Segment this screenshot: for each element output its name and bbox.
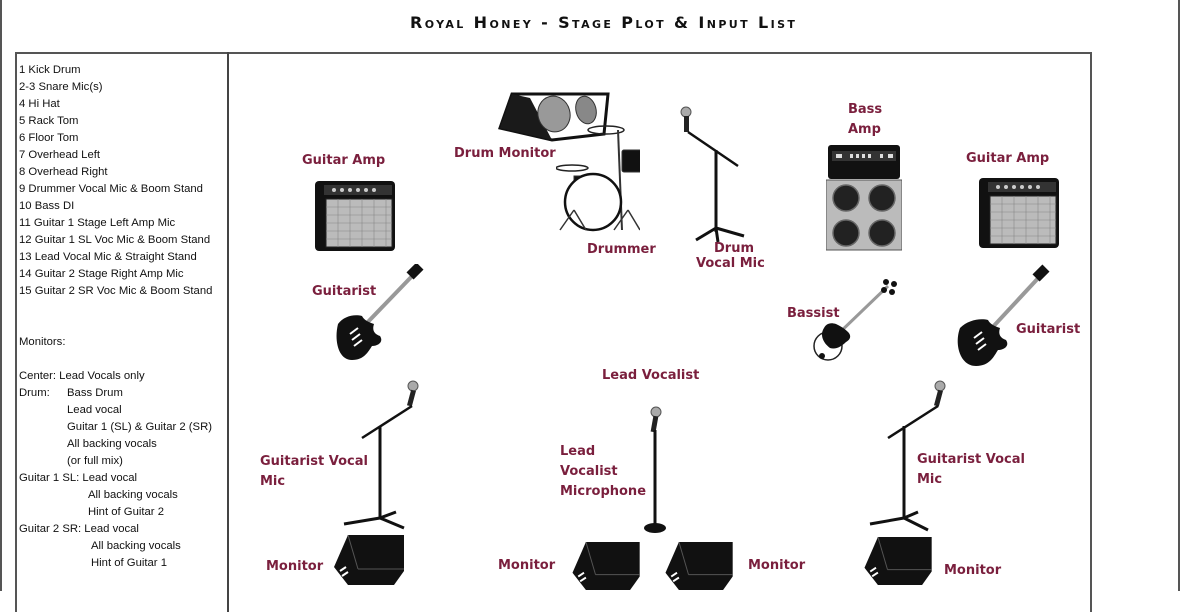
monitor-drum-item: All backing vocals [67,438,157,450]
monitor-guitar1-item: All backing vocals [88,489,178,501]
bass-guitar-icon [813,279,897,361]
monitor-drum-item: Guitar 1 (SL) & Guitar 2 (SR) [67,421,213,433]
electric-guitar-left-icon [336,264,424,360]
drum-kit-icon [556,125,640,232]
monitor-drum-label: Drum: [19,387,50,399]
guitarist-vocal-mic-left-stand-icon [343,380,419,530]
guitar-amp-right-icon [979,178,1059,248]
page-border-left [0,0,2,591]
monitor-guitar2-label: Guitar 2 SR: [19,523,85,535]
page-border-right [1178,0,1180,591]
input-item: 10 Bass DI [19,200,75,212]
drum-vocal-mic-label-1: Drum [714,241,755,256]
input-item: 9 Drummer Vocal Mic & Boom Stand [19,183,203,195]
lead-vocalist-label: Lead Vocalist [602,368,700,383]
input-item: 14 Guitar 2 Stage Right Amp Mic [19,268,184,280]
monitor-guitar1-item: Hint of Guitar 2 [88,506,164,518]
bassist-label: Bassist [787,306,840,321]
input-item [19,300,229,317]
guitarist-right-label: Guitarist [1016,322,1081,337]
monitor-drum-item: Lead vocal [67,404,122,416]
floor-monitor-icon [334,535,404,585]
drum-monitor-wedge-icon [498,92,610,142]
page-title: Royal Honey - Stage Plot & Input List [410,13,798,32]
monitor-label-2: Monitor [498,558,556,573]
input-item: 12 Guitar 1 SL Voc Mic & Boom Stand [19,234,211,246]
floor-monitor-icon [665,542,733,590]
input-item: 5 Rack Tom [19,115,79,127]
input-item: 15 Guitar 2 SR Voc Mic & Boom Stand [19,285,213,297]
input-item: 11 Guitar 1 Stage Left Amp Mic [19,217,176,229]
input-item: 4 Hi Hat [19,98,60,110]
frame-divider [227,52,229,612]
monitor-label-3: Monitor [748,558,806,573]
guitarist-vocal-mic-right-stand-icon [869,380,946,532]
guitar-amp-left-label: Guitar Amp [302,153,386,168]
guitarist-vocal-mic-right-label-1: Guitarist Vocal [917,452,1025,467]
monitor-guitar2-item: Lead vocal [84,523,139,535]
input-item: 13 Lead Vocal Mic & Straight Stand [19,251,197,263]
monitor-guitar2-row: Guitar 2 SR: Lead vocal [19,521,229,538]
input-item: 6 Floor Tom [19,132,79,144]
electric-guitar-right-icon [957,264,1050,366]
monitor-drum-row: Drum: Bass Drum [19,385,229,402]
floor-monitor-icon [864,537,932,585]
drummer-label: Drummer [587,242,656,257]
monitor-label-4: Monitor [944,563,1002,578]
guitar-amp-left-icon [315,181,395,251]
lead-mic-label-1: Lead [560,444,596,459]
monitor-drum-item: Bass Drum [67,387,123,399]
drum-vocal-mic-stand-icon [680,106,745,243]
bass-amp-stack-icon [826,145,902,251]
monitor-guitar2-item: Hint of Guitar 1 [91,557,167,569]
input-item: 1 Kick Drum [19,64,81,76]
drum-monitor-label: Drum Monitor [454,146,556,161]
input-item: 7 Overhead Left [19,149,101,161]
guitarist-vocal-mic-left-label-2: Mic [260,474,286,489]
input-item: 2-3 Snare Mic(s) [19,81,103,93]
guitarist-vocal-mic-right-label-2: Mic [917,472,943,487]
lead-mic-label-2: Vocalist [560,464,618,479]
guitarist-vocal-mic-left-label-1: Guitarist Vocal [260,454,368,469]
monitor-drum-item: (or full mix) [67,455,123,467]
guitarist-left-label: Guitarist [312,284,377,299]
lead-mic-straight-stand-icon [644,406,666,533]
monitor-guitar1-row: Guitar 1 SL: Lead vocal [19,470,229,487]
guitar-amp-right-label: Guitar Amp [966,151,1050,166]
bass-amp-label-1: Bass [848,102,883,117]
monitor-guitar2-item: All backing vocals [91,540,181,552]
input-list-panel: 1 Kick Drum 2-3 Snare Mic(s) 4 Hi Hat 5 … [19,62,229,572]
stage-plot-frame [15,52,1092,612]
monitor-guitar1-item: Lead vocal [82,472,138,484]
drum-vocal-mic-label-2: Vocal Mic [696,256,765,271]
monitor-guitar1-label: Guitar 1 SL: [19,472,83,484]
bass-amp-label-2: Amp [848,122,881,137]
monitor-label-1: Monitor [266,559,324,574]
input-item: 8 Overhead Right [19,166,108,178]
monitor-center: Center: Lead Vocals only [19,370,145,382]
monitors-heading: Monitors: [19,336,66,348]
floor-monitor-icon [572,542,640,590]
lead-mic-label-3: Microphone [560,484,647,499]
